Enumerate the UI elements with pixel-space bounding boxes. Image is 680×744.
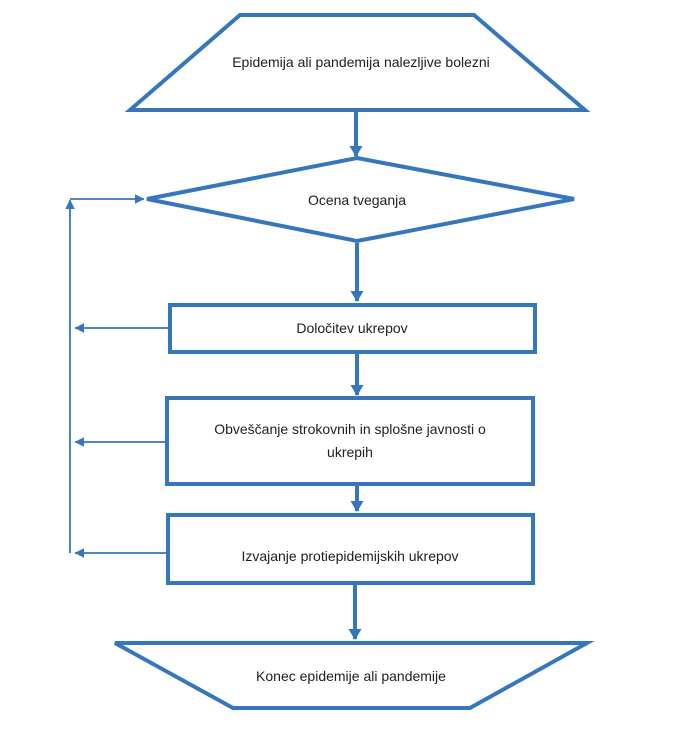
node-decision-diamond [146, 155, 575, 244]
node-step3-label: Izvajanje protiepidemijskih ukrepov [241, 548, 459, 564]
node-step1-label: Določitev ukrepov [296, 320, 408, 336]
node-step1-rectangle [168, 303, 537, 354]
node-end-trapezoid [114, 641, 595, 710]
node-step2-rectangle [165, 396, 535, 486]
node-start-label: Epidemija ali pandemija nalezljive bolez… [232, 54, 490, 70]
node-step2-label: Obveščanje strokovnih in splošne javnost… [214, 421, 486, 460]
node-decision-label: Ocena tveganja [307, 192, 407, 208]
node-end-label: Konec epidemije ali pandemije [256, 668, 446, 684]
node-start-trapezoid [124, 13, 591, 112]
node-step3-rectangle [166, 513, 535, 585]
